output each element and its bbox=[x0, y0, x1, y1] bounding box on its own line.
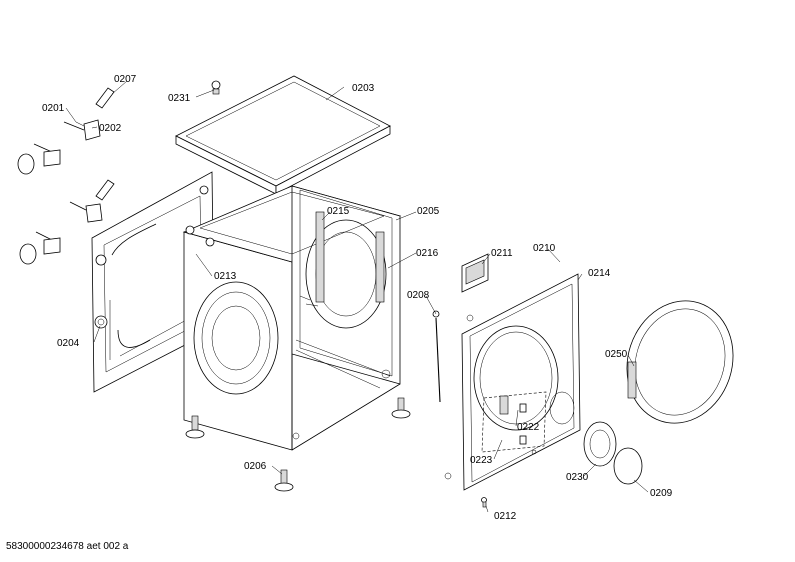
left-side-panel bbox=[91, 171, 215, 393]
label-0210: 0210 bbox=[533, 243, 556, 254]
label-0206: 0206 bbox=[244, 461, 267, 472]
front-panel bbox=[444, 273, 581, 491]
label-0205: 0205 bbox=[417, 206, 440, 217]
label-0211: 0211 bbox=[491, 248, 513, 259]
label-0203: 0203 bbox=[352, 83, 375, 94]
feet-parts bbox=[185, 397, 411, 492]
label-0216: 0216 bbox=[416, 248, 439, 259]
label-0207: 0207 bbox=[114, 74, 137, 85]
label-0223: 0223 bbox=[470, 455, 493, 466]
label-0204: 0204 bbox=[57, 338, 80, 349]
label-0231: 0231 bbox=[168, 93, 191, 104]
small-hardware-parts bbox=[17, 87, 115, 265]
door-part bbox=[626, 300, 734, 424]
label-0212: 0212 bbox=[494, 511, 517, 522]
label-0201: 0201 bbox=[42, 103, 65, 114]
label-0213: 0213 bbox=[214, 271, 237, 282]
label-0215: 0215 bbox=[327, 206, 350, 217]
label-0209: 0209 bbox=[650, 488, 673, 499]
module-part bbox=[461, 253, 489, 293]
leader-lines bbox=[65, 80, 649, 513]
label-0202: 0202 bbox=[99, 123, 122, 134]
diagram-reference-number: 58300000234678 aet 002 a bbox=[6, 541, 129, 552]
rod-part bbox=[432, 310, 441, 403]
cabinet-housing bbox=[182, 185, 402, 451]
label-0214: 0214 bbox=[588, 268, 611, 279]
screw-part bbox=[211, 80, 221, 95]
label-0230: 0230 bbox=[566, 472, 589, 483]
label-0222: 0222 bbox=[517, 422, 540, 433]
door-ring-and-lid bbox=[583, 421, 643, 485]
small-screw-part bbox=[481, 497, 487, 508]
label-0208: 0208 bbox=[407, 290, 430, 301]
label-0250: 0250 bbox=[605, 349, 628, 360]
top-cover bbox=[175, 75, 391, 195]
